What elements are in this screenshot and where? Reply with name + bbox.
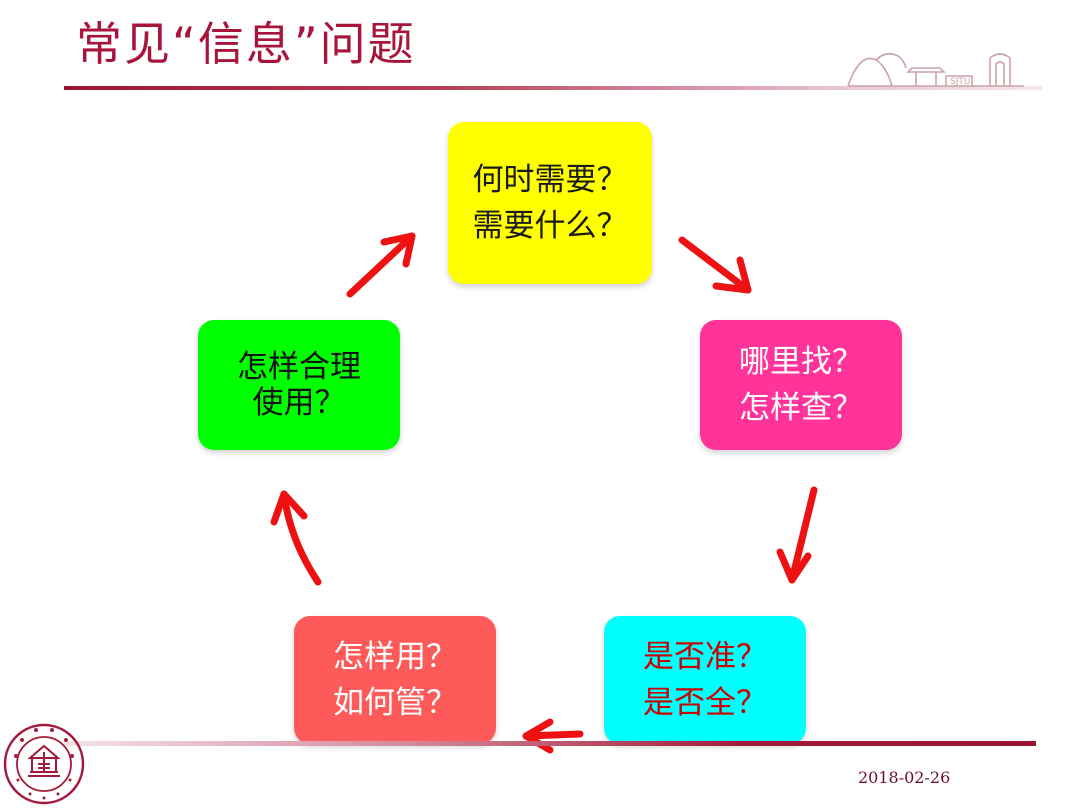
step2-line1: 哪里找？ [739, 344, 863, 380]
step4-line2: 如何管？ [333, 685, 457, 721]
step4-line1: 怎样用？ [333, 639, 457, 675]
footer-divider [64, 741, 1036, 746]
step-reasonable-use-box: 怎样合理 使用？ [198, 320, 400, 450]
step-when-what-box: 何时需要？ 需要什么？ [448, 122, 652, 284]
step3-line2: 是否全？ [643, 685, 767, 721]
step3-line1: 是否准？ [643, 639, 767, 675]
step-use-manage-box: 怎样用？ 如何管？ [294, 616, 496, 744]
step5-line1: 怎样合理 [237, 349, 361, 385]
deco-sjtu-text: SJTU [950, 77, 970, 87]
campus-gate-icon: SJTU [847, 52, 1024, 87]
step5-line2: 使用？ [252, 385, 346, 421]
step-where-how-box: 哪里找？ 怎样查？ [700, 320, 902, 450]
university-seal-icon [3, 723, 85, 805]
arrow-5-to-1-icon [346, 232, 416, 298]
step-accuracy-box: 是否准？ 是否全？ [604, 616, 806, 744]
slide-title: 常见“信息”问题 [76, 17, 416, 71]
step2-line2: 怎样查？ [739, 390, 863, 426]
title-divider [64, 86, 1042, 90]
arrow-2-to-3-icon [776, 486, 818, 584]
arrow-1-to-2-icon [678, 236, 752, 294]
arrow-4-to-5-icon [270, 490, 322, 586]
step1-line2: 需要什么？ [472, 208, 628, 244]
slide-date: 2018-02-26 [858, 768, 951, 787]
step1-line1: 何时需要？ [472, 162, 628, 198]
